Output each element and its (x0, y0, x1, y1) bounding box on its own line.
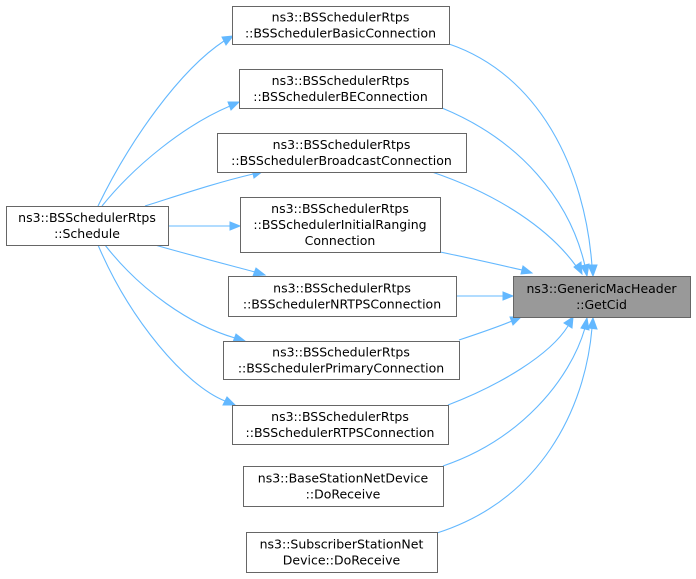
edge-ss-receive-to-getcid (436, 327, 593, 534)
node-basic-box (232, 6, 450, 45)
node-ss-receive-box (246, 532, 438, 573)
node-bs-receive-label-line: ::DoReceive (306, 487, 381, 502)
node-nrtps-box (228, 276, 457, 317)
node-basic-label-line: ::BSSchedulerBasicConnection (245, 26, 436, 41)
edge-schedule-to-initial-arrowhead (229, 221, 242, 231)
node-primary-label-line: ns3::BSSchedulerRtps (272, 345, 410, 360)
node-bs-receive-label-line: ns3::BaseStationNetDevice (258, 471, 429, 486)
node-ss-receive-label-line: Device::DoReceive (283, 553, 401, 568)
node-schedule[interactable]: ns3::BSSchedulerRtps::Schedule (6, 206, 169, 246)
node-ss-receive-label-line: ns3::SubscriberStationNet (260, 537, 424, 552)
node-be-label-line: ::BSSchedulerBEConnection (253, 89, 428, 104)
node-rtps-label-line: ::BSSchedulerRTPSConnection (246, 425, 435, 440)
edge-broadcast-to-getcid (431, 171, 577, 267)
edge-schedule-to-rtps (97, 244, 226, 402)
node-primary[interactable]: ns3::BSSchedulerRtps::BSSchedulerPrimary… (223, 341, 460, 380)
node-nrtps-label-line: ns3::BSSchedulerRtps (273, 281, 411, 296)
node-primary-box (223, 341, 460, 380)
node-rtps-label-line: ns3::BSSchedulerRtps (271, 409, 409, 424)
node-initial-label-line: ns3::BSSchedulerRtps (271, 201, 409, 216)
node-nrtps[interactable]: ns3::BSSchedulerRtps::BSSchedulerNRTPSCo… (228, 276, 457, 317)
node-rtps[interactable]: ns3::BSSchedulerRtps::BSSchedulerRTPSCon… (232, 405, 449, 445)
edge-rtps-to-getcid (447, 325, 569, 406)
edge-schedule-to-broadcast (144, 173, 254, 207)
edge-schedule-to-nrtps-arrowhead (252, 267, 267, 277)
node-ss-receive[interactable]: ns3::SubscriberStationNetDevice::DoRecei… (246, 532, 438, 573)
node-initial-label-line: Connection (305, 233, 376, 248)
edge-schedule-to-primary (104, 244, 236, 339)
edge-primary-to-getcid-arrowhead (509, 316, 523, 326)
node-initial-label-line: ::BSSchedulerInitialRanging (253, 217, 426, 232)
edge-schedule-to-nrtps (154, 244, 256, 273)
node-target[interactable]: ns3::GenericMacHeader::GetCid (513, 276, 691, 318)
edge-bs-receive-to-getcid-arrowhead (580, 316, 590, 331)
node-schedule-label-line: ::Schedule (54, 226, 120, 241)
edge-be-to-getcid-arrowhead (580, 263, 590, 278)
node-primary-label-line: ::BSSchedulerPrimaryConnection (238, 361, 444, 376)
edge-bs-receive-to-getcid (442, 327, 586, 467)
edge-schedule-to-be-arrowhead (227, 101, 241, 111)
edge-basic-to-getcid-arrowhead (587, 264, 598, 278)
node-schedule-label-line: ns3::BSSchedulerRtps (18, 210, 156, 225)
node-broadcast-box (217, 133, 467, 173)
node-bs-receive-box (243, 466, 444, 507)
node-target-box (513, 276, 691, 318)
node-be-box (239, 69, 443, 109)
edge-basic-to-getcid (448, 43, 593, 267)
graph-nodes: ns3::GenericMacHeader::GetCidns3::BSSche… (6, 6, 691, 573)
node-rtps-box (232, 405, 449, 445)
node-initial[interactable]: ns3::BSSchedulerRtps::BSSchedulerInitial… (240, 197, 441, 253)
edge-nrtps-to-getcid-arrowhead (502, 291, 515, 301)
edge-schedule-to-basic (97, 40, 225, 207)
node-be[interactable]: ns3::BSSchedulerRtps::BSSchedulerBEConne… (239, 69, 443, 109)
node-schedule-box (6, 206, 169, 246)
edge-schedule-to-basic-arrowhead (221, 35, 235, 46)
edge-schedule-to-rtps-arrowhead (222, 396, 237, 406)
edge-ss-receive-to-getcid-arrowhead (587, 316, 598, 330)
node-nrtps-label-line: ::BSSchedulerNRTPSConnection (243, 297, 441, 312)
edge-initial-to-getcid-arrowhead (520, 265, 534, 275)
graph-edges (97, 35, 598, 534)
node-basic[interactable]: ns3::BSSchedulerRtps::BSSchedulerBasicCo… (232, 6, 450, 45)
node-be-label-line: ns3::BSSchedulerRtps (272, 73, 410, 88)
node-basic-label-line: ns3::BSSchedulerRtps (272, 10, 410, 25)
edge-broadcast-to-getcid-arrowhead (573, 261, 583, 276)
node-target-label-line: ns3::GenericMacHeader (526, 281, 677, 296)
edge-be-to-getcid (441, 107, 586, 267)
node-bs-receive[interactable]: ns3::BaseStationNetDevice::DoReceive (243, 466, 444, 507)
edge-initial-to-getcid (439, 251, 523, 271)
node-broadcast[interactable]: ns3::BSSchedulerRtps::BSSchedulerBroadca… (217, 133, 467, 173)
edge-schedule-to-primary-arrowhead (232, 333, 247, 343)
edge-rtps-to-getcid-arrowhead (563, 316, 574, 329)
node-broadcast-label-line: ::BSSchedulerBroadcastConnection (231, 153, 452, 168)
node-broadcast-label-line: ns3::BSSchedulerRtps (273, 137, 411, 152)
edge-primary-to-getcid (458, 320, 513, 341)
node-initial-box (240, 197, 441, 253)
edge-schedule-to-be (101, 105, 231, 207)
node-target-label-line: ::GetCid (576, 297, 627, 312)
